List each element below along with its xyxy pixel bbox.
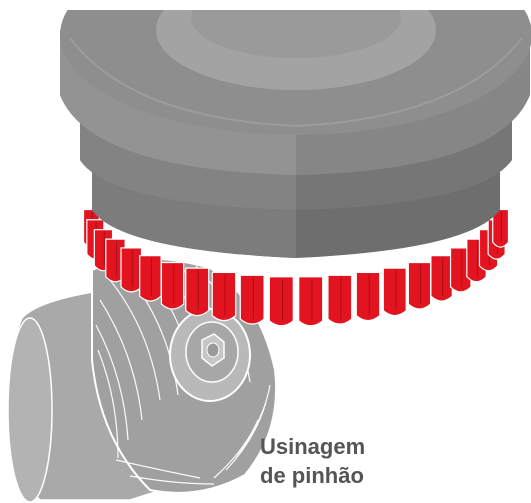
caption-line-2: de pinhão [260, 463, 364, 488]
cutter-blades [82, 208, 510, 327]
cutter-blade [492, 208, 510, 248]
cutter-blade [239, 274, 265, 325]
cutter-blade [139, 255, 162, 302]
caption: Usinagem de pinhão [260, 432, 365, 490]
caption-line-1: Usinagem [260, 434, 366, 459]
cutter-blade [268, 276, 294, 327]
cutter-blade [327, 274, 353, 325]
cutter-blade [120, 247, 143, 293]
cutter-blade [407, 261, 432, 310]
cutter-blade [185, 267, 210, 317]
cutter-blade [355, 271, 381, 322]
cutter-blade [449, 247, 472, 293]
cutter-blade [160, 261, 185, 310]
cutter-blade [430, 255, 453, 302]
pinion-hub [169, 308, 251, 402]
cutter-blade [382, 267, 407, 317]
cutter-blade [211, 271, 237, 322]
cutter-blade [298, 276, 324, 327]
cutter-head [60, 0, 531, 258]
